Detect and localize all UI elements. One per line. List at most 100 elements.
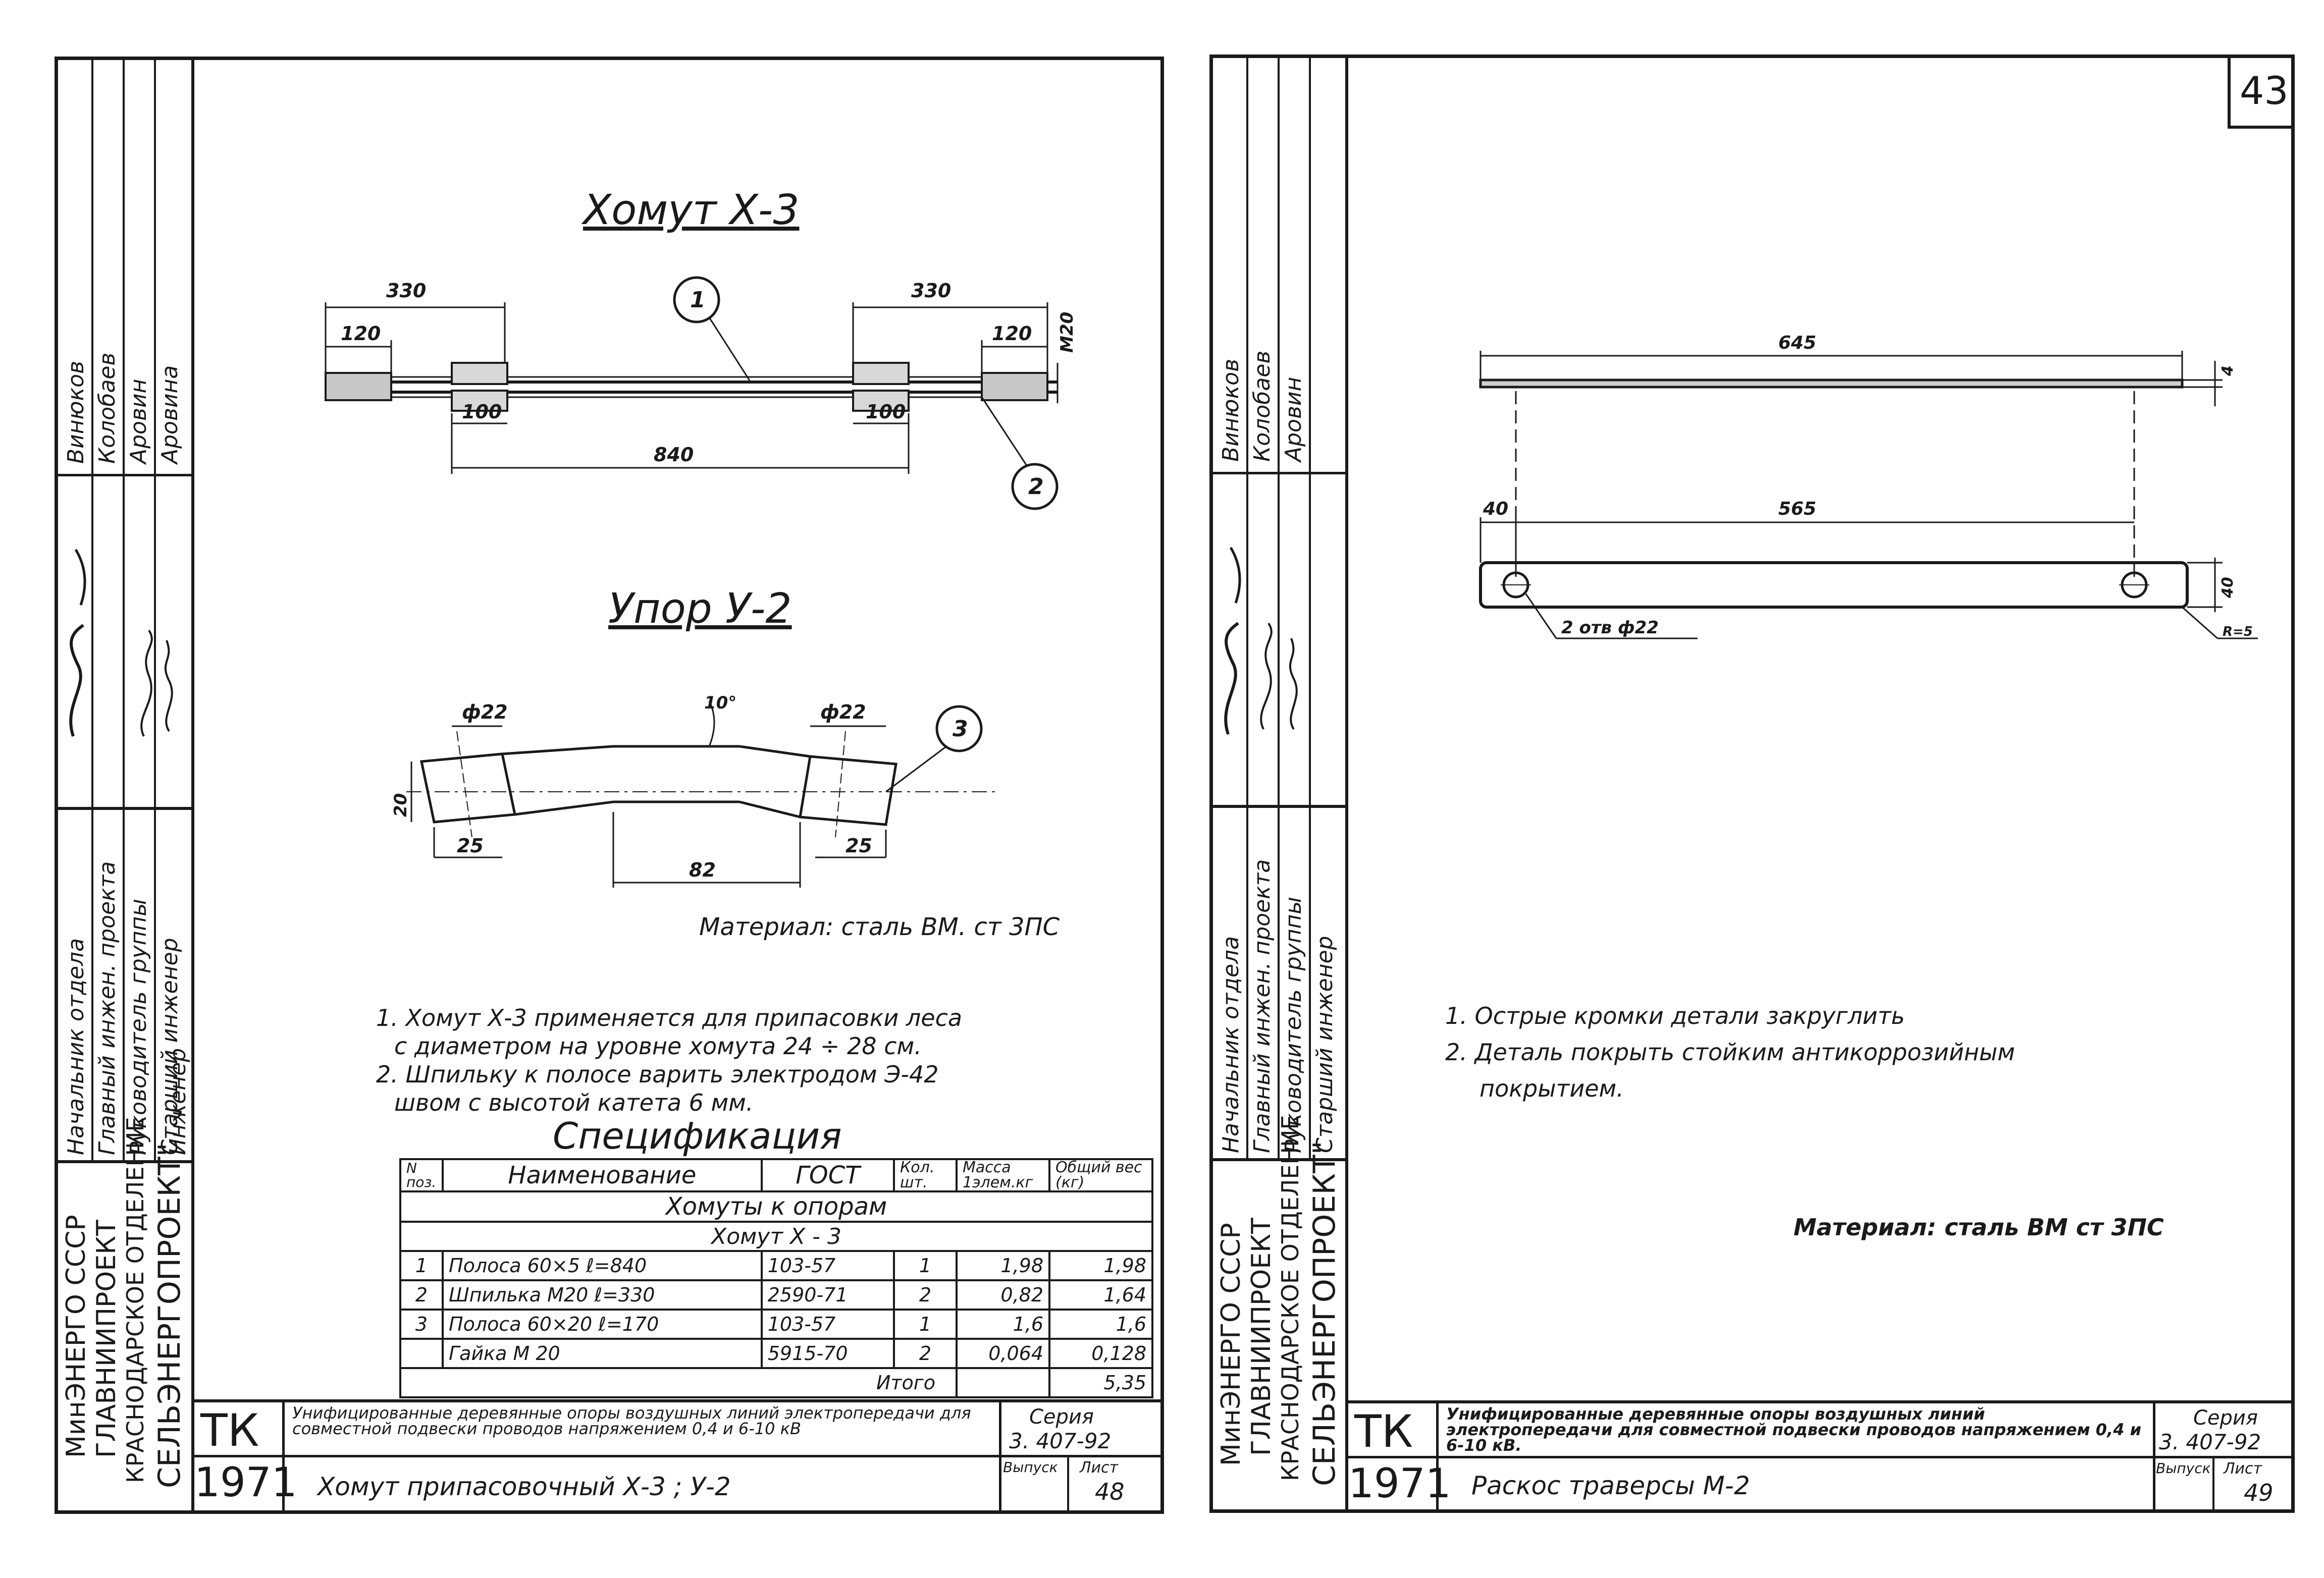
spec-cell [399, 1338, 444, 1369]
spec-title: Спецификация [553, 1115, 842, 1157]
dim-phi22-left: ф22 [462, 701, 508, 723]
left-list-label: Лист [1080, 1459, 1119, 1477]
right-tb-description: Унифицированные деревянные опоры воздушн… [1446, 1404, 2142, 1455]
left-note-line-4: швом с высотой катета 6 мм. [394, 1089, 754, 1116]
dim-330-left: 330 [386, 280, 426, 302]
spec-cell: 1,98 [1048, 1250, 1153, 1281]
page-number-box: 43 [2228, 58, 2291, 129]
spec-cell: 2 [893, 1279, 958, 1311]
right-note-line-3: покрытием. [1480, 1075, 1624, 1102]
right-list-label: Лист [2224, 1460, 2262, 1478]
left-material-note: Материал: сталь ВМ. ст 3ПС [699, 913, 1060, 941]
brace-m2-dimension-labels: 645 4 40 565 40 2 отв ф22 R=5 [1483, 333, 2253, 639]
dim-100-right: 100 [866, 401, 906, 423]
holes-label: 2 отв ф22 [1561, 618, 1659, 638]
dim-330-right: 330 [911, 280, 951, 302]
spec-subgroup-label: Хомут Х - 3 [399, 1221, 1153, 1252]
dim-40-top: 40 [1483, 499, 1508, 519]
left-notes: 1. Хомут Х-3 применяется для припасовки … [376, 1004, 962, 1117]
spec-cell: 0,82 [956, 1279, 1050, 1311]
left-title-block: ТК 1971 Унифицированные деревянные опоры… [191, 1399, 1160, 1513]
spec-subgroup-row: Хомут Х - 3 [399, 1221, 1153, 1252]
radius-label: R=5 [2223, 624, 2253, 639]
left-drawing-sheet: МинЭНЕРГО СССР ГЛАВНИИПРОЕКТ КРАСНОДАРСК… [55, 57, 1164, 1514]
spec-cell: 0,128 [1048, 1338, 1153, 1369]
left-drawing-graphics: 330 120 330 120 М20 100 100 840 1 2 [325, 276, 1077, 888]
spec-row: 1 Полоса 60×5 ℓ=840 103-57 1 1,98 1,98 [399, 1250, 1153, 1281]
spec-cell: Гайка М 20 [442, 1338, 763, 1369]
spec-cell: 1,98 [956, 1250, 1050, 1281]
left-tk-label: ТК [200, 1404, 259, 1456]
right-note-line-2: 2. Деталь покрыть стойким антикоррозийны… [1445, 1039, 2015, 1066]
right-series-value: 3. 407-92 [2159, 1430, 2261, 1454]
stop-u2-dimension-labels: ф22 ф22 10° 20 25 25 82 3 [391, 693, 968, 881]
spec-total-label: Итого [399, 1367, 958, 1398]
specification-table: N поз. Наименование ГОСТ Кол. шт. Масса … [399, 1158, 1153, 1398]
right-title-block: ТК 1971 Унифицированные деревянные опоры… [1345, 1400, 2291, 1512]
right-notes: 1. Острые кромки детали закруглить 2. Де… [1445, 1002, 2015, 1103]
spec-cell: 1,6 [1048, 1309, 1153, 1340]
right-series-label: Серия [2193, 1406, 2258, 1430]
page-number: 43 [2240, 68, 2289, 113]
spec-total-value: 5,35 [1048, 1367, 1153, 1398]
spec-cell: 2590-71 [760, 1279, 895, 1311]
left-note-line-2: с диаметром на уровне хомута 24 ÷ 28 см. [394, 1032, 922, 1060]
spec-cell: 1 [893, 1250, 958, 1281]
right-drawing-graphics: 645 4 40 565 40 2 отв ф22 R=5 [1479, 333, 2258, 639]
left-note-line-1: 1. Хомут Х-3 применяется для припасовки … [376, 1004, 963, 1031]
spec-header-row: N поз. Наименование ГОСТ Кол. шт. Масса … [399, 1158, 1153, 1192]
spec-cell: 1,6 [956, 1309, 1050, 1340]
dim-120-left: 120 [341, 322, 381, 345]
right-note-line-1: 1. Острые кромки детали закруглить [1445, 1002, 1905, 1029]
dim-120-right: 120 [992, 322, 1032, 345]
right-tb-name: Раскос траверсы М-2 [1471, 1471, 1750, 1500]
spec-cell: Полоса 60×20 ℓ=170 [442, 1309, 763, 1340]
left-sheet-stamp-strip: МинЭНЕРГО СССР ГЛАВНИИПРОЕКТ КРАСНОДАРСК… [58, 60, 194, 1510]
spec-total-row: Итого 5,35 [399, 1367, 1153, 1398]
right-list-value: 49 [2244, 1479, 2274, 1506]
pos-3-label: 3 [953, 716, 968, 742]
spec-header-qty: Кол. шт. [893, 1158, 958, 1192]
spec-cell: 3 [399, 1309, 444, 1340]
clamp-x3-title: Хомут Х-3 [583, 186, 800, 234]
spec-cell: 1,64 [1048, 1279, 1153, 1311]
right-drawing-sheet: МинЭНЕРГО СССР ГЛАВНИИПРОЕКТ КРАСНОДАРСК… [1209, 55, 2295, 1513]
dim-25-left: 25 [457, 835, 484, 857]
spec-cell: 5915-70 [760, 1338, 895, 1369]
spec-row: 3 Полоса 60×20 ℓ=170 103-57 1 1,6 1,6 [399, 1309, 1153, 1340]
dim-20: 20 [391, 793, 411, 817]
right-signatures [1224, 547, 1298, 735]
left-vypusk-label: Выпуск [1003, 1459, 1058, 1476]
left-series-value: 3. 407-92 [1009, 1429, 1112, 1453]
brace-m2-drawing [1479, 351, 2258, 639]
dim-angle: 10° [704, 693, 736, 713]
clamp-x3-dimension-labels: 330 120 330 120 М20 100 100 840 1 2 [341, 280, 1077, 500]
left-tb-description: Унифицированные деревянные опоры воздушн… [292, 1403, 971, 1438]
spec-header-gost: ГОСТ [760, 1158, 895, 1192]
left-note-line-3: 2. Шпильку к полосе варить электродом Э-… [376, 1061, 939, 1088]
spec-cell: 103-57 [760, 1309, 895, 1340]
spec-cell: 1 [893, 1309, 958, 1340]
stop-u2-title: Упор У-2 [608, 585, 792, 633]
dim-645: 645 [1778, 333, 1816, 353]
right-drawing-number: 1971 [1348, 1460, 1451, 1507]
spec-group-row: Хомуты к опорам [399, 1190, 1153, 1223]
spec-group-label: Хомуты к опорам [399, 1190, 1153, 1223]
left-series-label: Серия [1029, 1405, 1094, 1429]
dim-840: 840 [654, 444, 694, 466]
right-vypusk-label: Выпуск [2156, 1460, 2211, 1477]
right-tk-label: ТК [1354, 1405, 1413, 1457]
spec-cell: 2 [399, 1279, 444, 1311]
spec-header-mass: Масса 1элем.кг [956, 1158, 1050, 1192]
spec-row: Гайка М 20 5915-70 2 0,064 0,128 [399, 1338, 1153, 1369]
right-material-note: Материал: сталь ВМ ст 3ПС [1793, 1214, 2164, 1241]
dim-phi22-right: ф22 [820, 701, 866, 723]
dim-565: 565 [1778, 499, 1816, 519]
clamp-x3-drawing [325, 276, 1059, 510]
stop-u2-drawing [406, 700, 997, 888]
dim-100-left: 100 [462, 401, 502, 423]
spec-header-pos: N поз. [399, 1158, 444, 1192]
spec-header-total: Общий вес (кг) [1048, 1158, 1153, 1192]
spec-cell: 2 [893, 1338, 958, 1369]
spec-total-blank [956, 1367, 1050, 1398]
